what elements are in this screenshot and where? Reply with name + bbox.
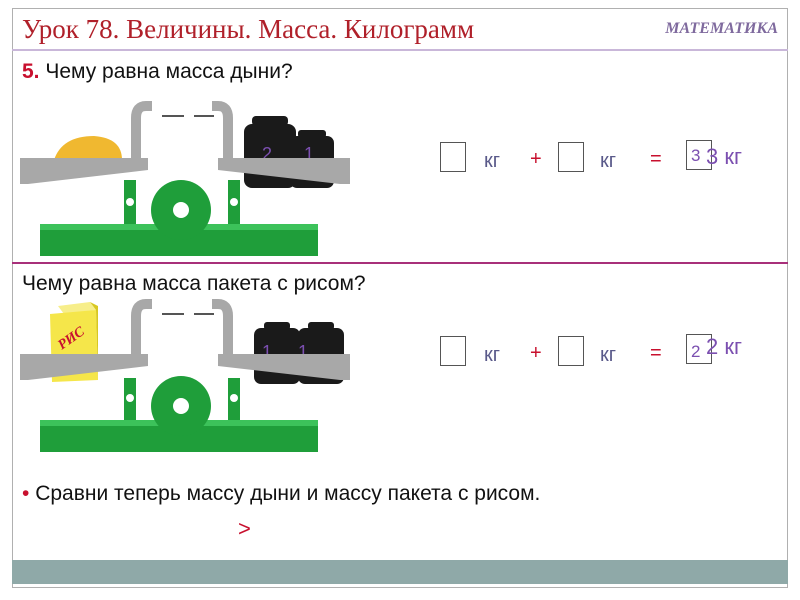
task3-statement: Сравни теперь массу дыни и массу пакета …: [35, 482, 541, 505]
right-pan: [218, 158, 350, 184]
weight-label-2: 1: [304, 144, 314, 164]
melon-icon: [54, 136, 122, 160]
answer-box-1[interactable]: [440, 336, 466, 366]
answer-box-1[interactable]: [440, 142, 466, 172]
left-pan: [20, 158, 148, 184]
weight-label-2: 1: [298, 342, 308, 362]
footer-bar: [12, 560, 788, 584]
answer-box-2[interactable]: [558, 336, 584, 366]
task1-question-line: 5. Чему равна масса дыни?: [22, 60, 293, 84]
task3-statement-line: • Сравни теперь массу дыни и массу пакет…: [22, 482, 540, 506]
answer-value: 3 кг: [706, 144, 742, 169]
task-number: 5.: [22, 60, 40, 83]
answer-box-2[interactable]: [558, 142, 584, 172]
subject-label: МАТЕМАТИКА: [665, 20, 778, 37]
unit-label: кг: [484, 150, 501, 172]
task2-question: Чему равна масса пакета с рисом?: [22, 272, 366, 295]
task2-equation: кг + кг = 2 2 кг: [440, 334, 770, 374]
right-pan: [218, 354, 350, 380]
weight-label-1: 2: [262, 144, 272, 164]
weight-label-1: 1: [262, 342, 272, 362]
comparison-answer: >: [238, 516, 251, 541]
scale-rice-illustration: РИС 1 1: [20, 299, 350, 452]
slide-frame: [12, 8, 788, 588]
answer-value: 2 кг: [706, 334, 742, 359]
answer-box-3[interactable]: [686, 140, 712, 170]
hint-value: 2: [691, 342, 701, 361]
answer-box-3[interactable]: [686, 334, 712, 364]
header-divider: [12, 49, 788, 51]
bullet-icon: •: [22, 482, 30, 505]
unit-label: кг: [484, 344, 501, 366]
plus-sign: +: [530, 342, 542, 364]
weight-1kg-icon: [254, 322, 300, 384]
left-pan: [20, 354, 148, 380]
scale-melon-illustration: 2 1: [20, 101, 350, 256]
task1-question: Чему равна масса дыни?: [45, 60, 293, 83]
page-title: Урок 78. Величины. Масса. Килограмм: [22, 14, 475, 44]
equals-sign: =: [650, 148, 662, 170]
equals-sign: =: [650, 342, 662, 364]
task1-equation: кг + кг = 3 3 кг: [440, 140, 770, 180]
plus-sign: +: [530, 148, 542, 170]
unit-label: кг: [600, 344, 617, 366]
hint-value: 3: [691, 146, 701, 165]
section-divider: [12, 262, 788, 264]
unit-label: кг: [600, 150, 617, 172]
